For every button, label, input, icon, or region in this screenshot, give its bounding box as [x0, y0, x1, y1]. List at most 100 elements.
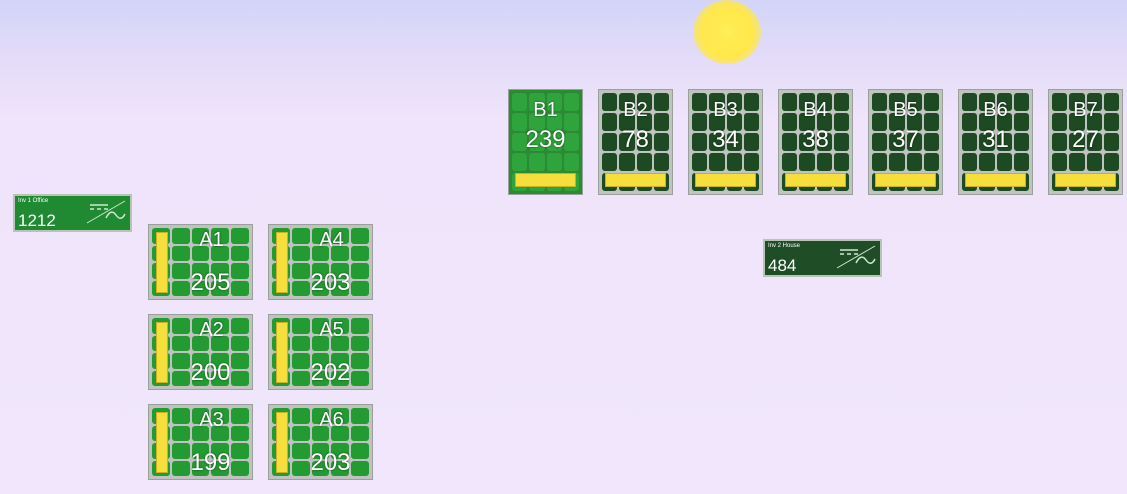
solar-cell — [171, 425, 190, 441]
solar-cell — [979, 113, 995, 131]
solar-cell — [351, 245, 369, 261]
solar-cell — [1013, 153, 1029, 171]
solar-cell — [291, 443, 310, 459]
solar-cell — [171, 245, 190, 261]
solar-cell — [1013, 133, 1029, 151]
inverter-value: 484 — [768, 256, 797, 275]
output-bar — [785, 173, 846, 187]
solar-cell — [311, 425, 330, 441]
solar-cell — [211, 408, 230, 424]
solar-cell — [171, 263, 190, 279]
panel-a6[interactable]: A6 203 — [268, 404, 373, 480]
solar-cell — [171, 460, 190, 476]
solar-cell — [311, 263, 330, 279]
solar-cell — [291, 263, 310, 279]
panel-a2[interactable]: A2 200 — [148, 314, 253, 390]
solar-cell — [1013, 93, 1029, 111]
panel-b7[interactable]: B7 27 — [1048, 89, 1123, 195]
solar-cell — [743, 93, 759, 111]
panel-a5[interactable]: A5 202 — [268, 314, 373, 390]
solar-cell — [291, 335, 310, 351]
inverter-1-office[interactable]: Inv 1 Office 1212 — [13, 194, 132, 232]
panel-value: 202 — [310, 359, 351, 386]
panel-value: 78 — [622, 126, 649, 153]
solar-cell — [782, 133, 798, 151]
solar-cell — [191, 408, 210, 424]
panel-b5[interactable]: B5 37 — [868, 89, 943, 195]
solar-cell — [726, 133, 742, 151]
panel-name: A6 — [319, 409, 344, 431]
solar-cell — [211, 353, 230, 369]
output-bar — [156, 412, 168, 473]
solar-cell — [872, 113, 888, 131]
solar-cell — [743, 133, 759, 151]
panel-value: 27 — [1072, 126, 1099, 153]
panel-value: 31 — [982, 126, 1009, 153]
solar-cell — [291, 408, 310, 424]
panel-name: B5 — [893, 99, 918, 121]
solar-cell — [563, 113, 579, 131]
solar-cell — [726, 113, 742, 131]
panel-name: A3 — [199, 409, 224, 431]
solar-cell — [529, 113, 545, 131]
solar-cell — [906, 153, 922, 171]
panel-b4[interactable]: B4 38 — [778, 89, 853, 195]
output-bar — [965, 173, 1026, 187]
solar-cell — [231, 408, 249, 424]
output-bar — [156, 232, 168, 293]
solar-cell — [636, 113, 652, 131]
panel-name: A1 — [199, 229, 224, 251]
solar-cell — [979, 133, 995, 151]
solar-cell — [692, 93, 708, 111]
solar-cell — [351, 353, 369, 369]
output-bar — [515, 173, 576, 187]
solar-cell — [311, 408, 330, 424]
panel-a4[interactable]: A4 203 — [268, 224, 373, 300]
solar-cell — [191, 280, 210, 296]
inverter-2-house[interactable]: Inv 2 House 484 — [763, 239, 882, 277]
solar-cell — [889, 93, 905, 111]
output-bar — [605, 173, 666, 187]
panel-value: 34 — [712, 126, 739, 153]
solar-cell — [211, 425, 230, 441]
solar-cell — [872, 93, 888, 111]
solar-cell — [211, 443, 230, 459]
solar-cell — [512, 153, 528, 171]
panel-b6[interactable]: B6 31 — [958, 89, 1033, 195]
solar-cell — [906, 113, 922, 131]
solar-cell — [331, 335, 350, 351]
solar-cell — [872, 153, 888, 171]
solar-cell — [311, 443, 330, 459]
solar-cell — [833, 153, 849, 171]
solar-cell — [1052, 113, 1068, 131]
solar-cell — [1052, 153, 1068, 171]
panel-name: A4 — [319, 229, 344, 251]
panel-a3[interactable]: A3 199 — [148, 404, 253, 480]
solar-cell — [331, 245, 350, 261]
solar-cell — [351, 335, 369, 351]
solar-cell — [996, 93, 1012, 111]
solar-cell — [512, 133, 528, 151]
solar-cell — [1086, 113, 1102, 131]
panel-value: 38 — [802, 126, 829, 153]
solar-cell — [653, 153, 669, 171]
sun-icon — [693, 0, 761, 64]
solar-cell — [171, 443, 190, 459]
panel-value: 203 — [310, 449, 351, 476]
inverter-name: Inv 2 House — [768, 243, 801, 249]
solar-cell — [546, 133, 562, 151]
panel-a1[interactable]: A1 205 — [148, 224, 253, 300]
solar-cell — [331, 408, 350, 424]
solar-cell — [291, 353, 310, 369]
panel-b1[interactable]: B1 239 — [508, 89, 583, 195]
solar-cell — [889, 113, 905, 131]
solar-cell — [1103, 133, 1119, 151]
solar-cell — [211, 228, 230, 244]
output-bar — [1055, 173, 1116, 187]
panel-b2[interactable]: B2 78 — [598, 89, 673, 195]
solar-cell — [546, 113, 562, 131]
solar-cell — [619, 93, 635, 111]
solar-cell — [833, 93, 849, 111]
panel-b3[interactable]: B3 34 — [688, 89, 763, 195]
solar-cell — [351, 263, 369, 279]
